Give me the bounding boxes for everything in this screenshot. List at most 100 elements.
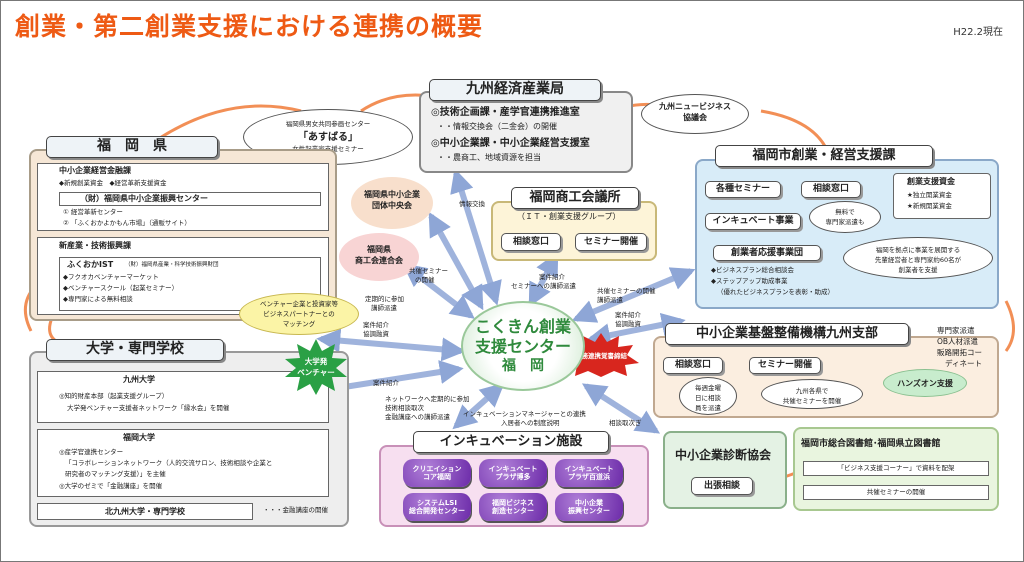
smrj-consult-note2: 日に相談 [695, 394, 721, 402]
new-business-council-bubble: 九州ニュービジネス 協議会 [641, 94, 749, 134]
venture-line3: マッチング [282, 320, 316, 328]
kyushu-bureau-panel [419, 91, 633, 173]
incubation-item-1-line2: プラザ博多 [495, 473, 531, 482]
label-seminar-kaisai1: 共催セミナー [409, 267, 448, 275]
fukudai-item3: 研究者のマッチング支援）」を主催 [65, 470, 166, 478]
label-incu2: 入居者への制度説明 [501, 419, 560, 427]
new-business-line1: 九州ニュービジネス [659, 102, 731, 111]
arrow-cci [528, 251, 559, 308]
incubation-item-0[interactable]: クリエイションコア福岡 [403, 459, 471, 487]
kyushu-row2: ◎中小企業課・中小企業経営支援室 [431, 138, 590, 149]
arrow-city [571, 267, 696, 323]
city-seminar-button[interactable]: 各種セミナー [705, 181, 781, 198]
label-net1: ネットワークへ定期的に参加 [385, 395, 470, 403]
label-cci-anken2: セミナーへの講師派遣 [511, 282, 576, 290]
city-fund-box [893, 173, 991, 219]
incubation-item-0-line1: クリエイション [412, 465, 462, 473]
smrj-seminar-note2: 共催セミナーを開催 [782, 397, 842, 405]
univ-venture-star-label: 大学発 ベンチャー [283, 349, 349, 385]
label-city-anken2: 協調融資 [615, 320, 641, 328]
city-ouen-item1: ◆ビジネスプラン総合相談会 [711, 266, 794, 274]
label-city-kyosai1: 共催セミナーの開催 [597, 287, 656, 295]
arrow-incubation [452, 382, 505, 430]
incubation-title: インキュベーション施設 [413, 431, 609, 453]
incubation-item-0-line2: コア福岡 [423, 473, 451, 482]
label-anken1: 案件紹介 [363, 321, 389, 329]
fukudai-item4: ◎大学のゼミで「金融講座」を開催 [59, 482, 163, 490]
fukuoka-pref-title: 福 岡 県 [46, 136, 218, 158]
shindan-title: 中小企業診断協会 [675, 448, 772, 462]
cci-seminar-button[interactable]: セミナー開催 [575, 233, 647, 251]
city-ouen-note3: 創業者を支援 [898, 266, 938, 274]
foundation-item2: ② 「ふくおかよかもん市場」（通販サイト） [63, 219, 191, 227]
center-node: こくきん創業 支援センター 福 岡 [461, 301, 585, 391]
incubation-item-4[interactable]: 福岡ビジネス創造センター [479, 493, 547, 521]
center-line3: 福 岡 [502, 358, 544, 374]
incubation-item-2-line2: プラザ百道浜 [568, 473, 610, 482]
incubation-item-4-line2: 創造センター [492, 507, 534, 516]
cci-consult-button[interactable]: 相談窓口 [501, 233, 561, 251]
smrj-side3: 販路開拓コー [937, 348, 982, 357]
label-net2: 技術相談取次 [385, 404, 424, 412]
chuokai-line2: 団体中央会 [372, 201, 412, 210]
ist-item1: ◆フクオカベンチャーマーケット [63, 273, 159, 281]
incubation-item-1[interactable]: インキュベートプラザ博多 [479, 459, 547, 487]
incubation-item-5-line2: 振興センター [568, 507, 610, 516]
smrj-consult-note: 毎週金曜 日に相談 員を派遣 [679, 377, 737, 415]
incubation-item-1-line1: インキュベート [488, 465, 538, 473]
kyushu-bureau-title: 九州経済産業局 [429, 79, 601, 101]
label-univ-anken: 案件紹介 [373, 379, 399, 387]
cci-title: 福岡商工会議所 [511, 187, 639, 209]
smrj-side1: 専門家派遣 [937, 326, 975, 335]
ist-item3: ◆専門家による無料相談 [63, 295, 133, 303]
city-incubate-button[interactable]: インキュベート事業 [705, 213, 801, 230]
label-teiki2: 講師派遣 [371, 304, 397, 312]
shindan-dispatch-button[interactable]: 出張相談 [691, 477, 753, 495]
label-seminar-kaisai2: の開催 [415, 276, 435, 284]
handson-cloud: ハンズオン支援 [883, 369, 967, 397]
library-item1: 「ビジネス支援コーナー」で資料を配架 [803, 461, 989, 476]
ist-note: （財）福岡県産業・科学技術振興財団 [125, 262, 219, 268]
center-line1: こくきん創業 [474, 317, 571, 336]
venture-line1: ベンチャー企業と投資家等 [260, 300, 338, 308]
center-line2: 支援センター [474, 337, 571, 356]
smrj-consult-button[interactable]: 相談窓口 [663, 357, 723, 374]
cci-sub: （ＩＴ・創業支援グループ） [517, 212, 621, 221]
city-consult-note1: 無料で [835, 208, 855, 216]
smrj-consult-note1: 毎週金曜 [695, 384, 721, 392]
venture-line2: ビジネスパートナーとの [263, 310, 335, 318]
smrj-side4: ディネート [945, 359, 982, 368]
ist-item2: ◆ベンチャースクール（起業セミナー） [63, 284, 179, 292]
city-fund-title: 創業支援資金 [907, 177, 955, 186]
incubation-item-2[interactable]: インキュベートプラザ百道浜 [555, 459, 623, 487]
smrj-consult-note3: 員を派遣 [695, 404, 721, 412]
fukudai-item2: 「コラボレーションネットワーク（人的交流サロン、技術相談や企業と [65, 459, 273, 467]
arrow-shokokai [402, 263, 475, 319]
label-shindan-torisugi: 相談取次ぎ [609, 419, 642, 427]
arrow-shindan [581, 383, 661, 434]
arrow-kyushu [450, 168, 502, 306]
kyudai-title: 九州大学 [57, 373, 221, 388]
label-net3: 金融講座への講師派遣 [385, 413, 450, 421]
incubation-item-3-line1: システムLSI [417, 499, 457, 507]
new-business-line2: 協議会 [683, 113, 707, 122]
city-fund-item2: ★新規開業資金 [907, 202, 952, 210]
shokokai-cloud: 福岡県 商工会連合会 [339, 233, 419, 281]
as-of-date: H22.2現在 [953, 27, 1003, 38]
kyushu-row1: ◎技術企画課・産学官連携推進室 [431, 107, 580, 118]
smrj-seminar-button[interactable]: セミナー開催 [749, 357, 821, 374]
smrj-seminar-note1: 九州各県で [795, 387, 829, 395]
incubation-item-5[interactable]: 中小企業振興センター [555, 493, 623, 521]
kitakyu-title: 北九州大学・専門学校 [37, 503, 253, 520]
incubation-item-2-line1: インキュベート [564, 465, 614, 473]
incubation-item-3-line2: 総合開発センター [409, 507, 465, 516]
label-anken2: 協調融資 [363, 330, 389, 338]
label-info-exchange: 情報交換 [459, 200, 485, 208]
smrj-title: 中小企業基盤整備機構九州支部 [665, 323, 909, 345]
business-agreement-star [563, 333, 639, 377]
fin-title: 中小企業経営金融課 [59, 166, 131, 175]
city-consult-button[interactable]: 相談窓口 [801, 181, 861, 198]
univ-venture-star [285, 339, 347, 395]
